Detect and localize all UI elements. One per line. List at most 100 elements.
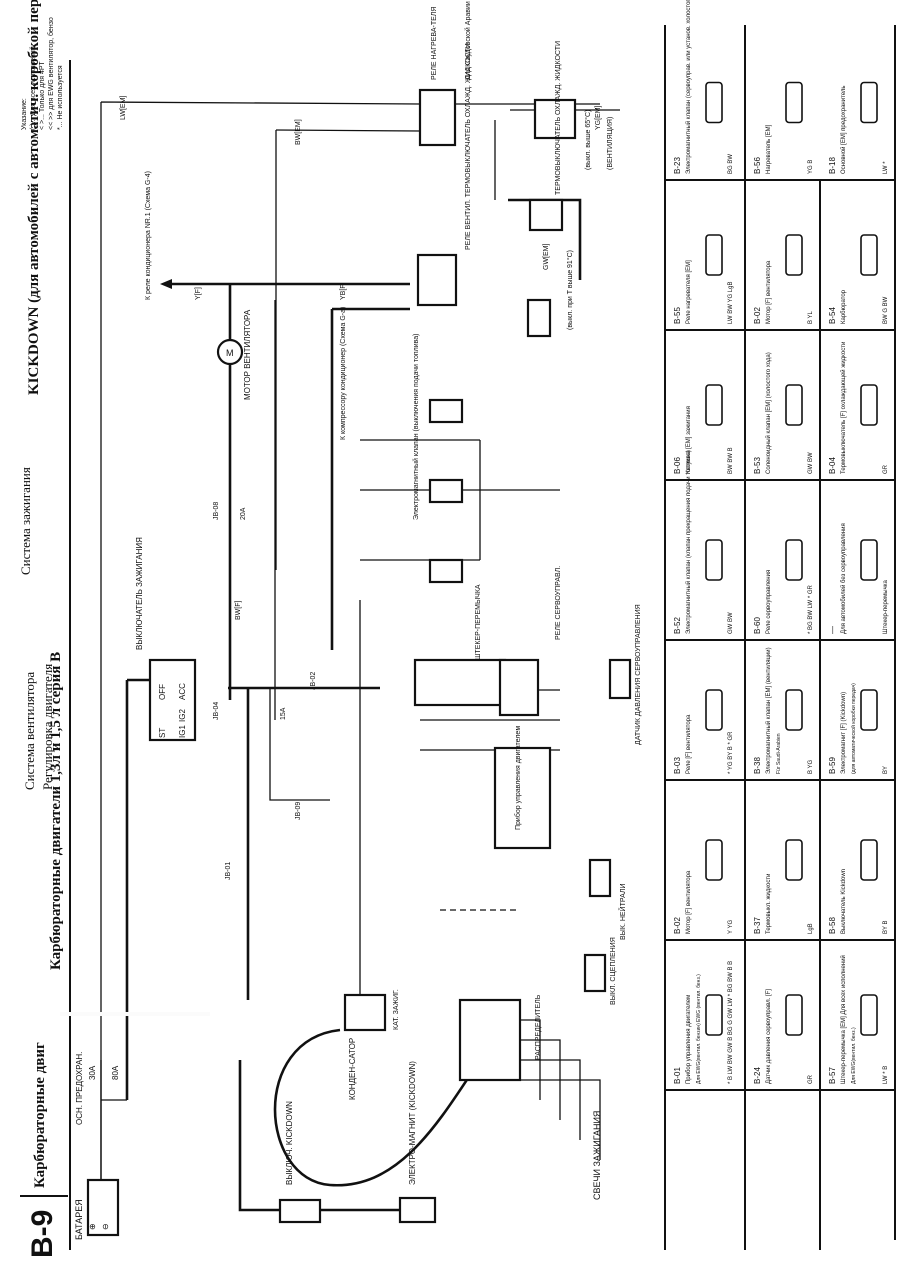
legend-pins: GR (808, 1074, 814, 1084)
solenoid-b53 (428, 398, 464, 424)
wires (100, 101, 620, 1212)
legend-pins: YG B (808, 160, 814, 174)
servo-relay-box (498, 658, 540, 717)
legend-desc: Соленоидный клапан [EM] (холостого хода) (765, 352, 772, 474)
solenoid-b23 (428, 558, 464, 584)
legend-pins: BW G BW (883, 296, 889, 324)
legend-pins: BG BW (728, 154, 734, 174)
legend-pins: GR (883, 464, 889, 474)
servo-sensor-box (608, 658, 632, 700)
connector-icon (860, 539, 878, 581)
connector-icon (705, 234, 723, 276)
fan-relay-label: РЕЛЕ ВЕНТИЛ. ТЕРМОВЫКЛЮЧАТЕЛЬ ОХЛАЖД. ЖИ… (465, 43, 472, 250)
wire-jb09 (269, 688, 330, 801)
svg-text:15A: 15A (280, 707, 287, 720)
ignition-switch-label: ВЫКЛЮЧАТЕЛЬ ЗАЖИГАНИЯ (135, 537, 144, 650)
wire-plug-3 (510, 1059, 581, 1140)
system-engine: Регулировка двигателя (40, 664, 55, 790)
legend-pins: BY B (883, 920, 889, 934)
battery-label: БАТАРЕЯ (74, 1199, 84, 1240)
legend-pins: * B LW BW GW B BG G GW LW * BG BW B B (728, 961, 734, 1084)
condenser-label: КОНДЕН-САТОР (348, 1038, 357, 1100)
fan-relay-box (416, 253, 458, 307)
thermo-b37-box (528, 198, 564, 232)
main-fuse-label: ОСН. ПРЕДОХРАН. (75, 1052, 84, 1125)
distributor-box (458, 998, 522, 1082)
legend-code: B-01 (673, 1067, 682, 1084)
wire-lw-em (100, 101, 421, 1180)
title-partial: Карбюраторные двиг (32, 1042, 48, 1188)
svg-text:<< >> для EWG вентилятор, бенз: << >> для EWG вентилятор, бензо (47, 17, 55, 130)
heater-relay-box (418, 88, 457, 147)
svg-text:(выкл. выше 65°C): (выкл. выше 65°C) (584, 110, 592, 170)
legend-desc: Мотор [F] вентилятора (766, 260, 772, 324)
fan-motor-label: МОТОР ВЕНТИЛЯТОРА (243, 309, 252, 400)
legend-code: B-24 (753, 1067, 762, 1084)
svg-text:Для Саудовской Аравии: Для Саудовской Аравии (464, 1, 472, 80)
solenoid-b52 (428, 478, 464, 504)
legend-desc: Реле [F] вентилятора (686, 714, 692, 774)
svg-text:КАТ. ЗАЖИГ.: КАТ. ЗАЖИГ. (393, 989, 400, 1030)
scan-artifact (60, 1012, 210, 1016)
ac-comp-note: К компрессору кондиционер (Схема G-a) (340, 307, 347, 440)
legend-extra: Для EWG(вентил. бензин) EWG (вентил. бен… (696, 974, 702, 1084)
legend-extra: Для EWG(вентил. бенз.) (851, 1027, 857, 1084)
svg-text:( )... Для всех исполнений: ( )... Для всех исполнений (29, 46, 37, 130)
title-main: Карбюраторные двигатели 1,3л и 1,5 л сер… (48, 652, 64, 970)
svg-text:ДАТЧИК ДАВЛЕНИЯ СЕРВОУПРАВЛЕНИ: ДАТЧИК ДАВЛЕНИЯ СЕРВОУПРАВЛЕНИЯ (635, 604, 642, 745)
legend-desc: Реле сервоуправления (766, 570, 772, 634)
legend-desc: Катушка [EM] зажигания (686, 406, 692, 474)
neutral-switch-box (588, 858, 612, 898)
wire-hv-lead (273, 1028, 482, 1187)
legend-code: B-54 (828, 307, 837, 324)
svg-text:ВЫКЛЮЧ. KICKDOWN: ВЫКЛЮЧ. KICKDOWN (285, 1101, 294, 1185)
legend-code: — (828, 626, 837, 634)
legend-code: B-56 (753, 157, 762, 174)
legend-desc: Электромагнитный клапан (сервоуправ. или… (685, 0, 692, 174)
legend-code: B-23 (673, 157, 682, 174)
legend-pins: LW BW YG LgB (728, 282, 734, 324)
legend-pins: LW * B (883, 1066, 889, 1084)
legend-desc: Выключатель Kickdown (841, 869, 847, 934)
connector-icon (705, 384, 723, 426)
connector-icon (705, 539, 723, 581)
ac-relay-note: К реле кондиционера NR.1 (Схема G-4) (145, 171, 152, 300)
svg-text:IG2: IG2 (178, 709, 187, 722)
legend-code: B-02 (753, 307, 762, 324)
svg-text:M: M (226, 348, 234, 358)
legend-pins: GW BW (728, 612, 734, 634)
legend-extra: Für Saudi-Arabien (776, 733, 782, 774)
svg-text:ЭЛЕКТРО-МАГНИТ (KICKDOWN): ЭЛЕКТРО-МАГНИТ (KICKDOWN) (408, 1061, 417, 1185)
svg-text:ШТЕКЕР-ПЕРЕМЫЧКА: ШТЕКЕР-ПЕРЕМЫЧКА (475, 584, 482, 660)
system-kickdown: KICKDOWN (для автомобилей с автоматич. к… (26, 0, 42, 395)
legend-code: B-37 (753, 917, 762, 934)
connector-icon (860, 234, 878, 276)
wire-bw-f (330, 307, 410, 650)
connector-icon (860, 839, 878, 881)
svg-text:YB[F]: YB[F] (340, 282, 347, 300)
svg-text:*... Не используется: *... Не используется (57, 65, 64, 130)
legend-code: B-60 (753, 617, 762, 634)
svg-text:IG1: IG1 (178, 725, 187, 738)
legend-pins: BW BW B (728, 447, 734, 474)
heater-box (533, 98, 577, 140)
connector-icon (785, 839, 803, 881)
svg-text:ACC: ACC (178, 683, 187, 700)
svg-text:JB-04: JB-04 (213, 702, 220, 720)
svg-text:(ВЕНТИЛЯЦИЯ): (ВЕНТИЛЯЦИЯ) (607, 117, 614, 170)
svg-text:YG[EM]: YG[EM] (595, 105, 602, 130)
kickdown-magnet-box (398, 1196, 437, 1224)
svg-text:Y[F]: Y[F] (195, 287, 202, 300)
svg-text:< >... Только для 4РТ: < >... Только для 4РТ (39, 61, 46, 130)
svg-text:GW[EM]: GW[EM] (543, 244, 550, 270)
